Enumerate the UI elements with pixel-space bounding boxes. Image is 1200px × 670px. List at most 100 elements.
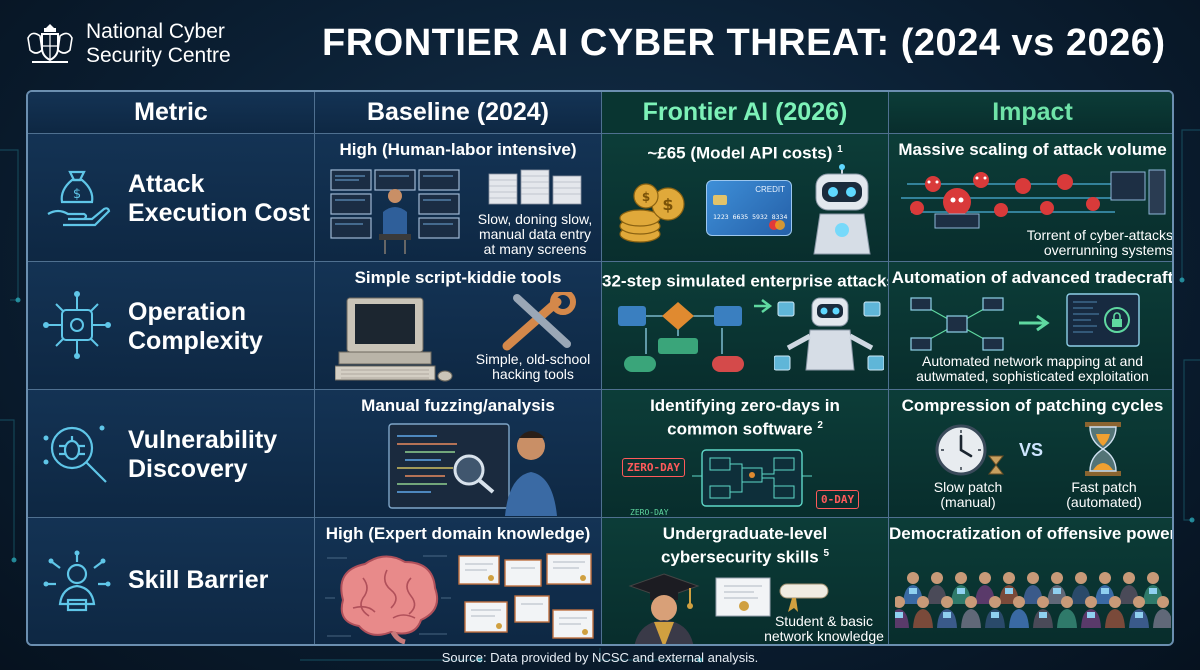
column-header-impact: Impact [889, 92, 1172, 134]
svg-text:$: $ [73, 187, 81, 202]
header: National Cyber Security Centre FRONTIER … [0, 0, 1200, 90]
footnote-ref: 2 [817, 420, 823, 431]
caption-line: (manual) [940, 494, 996, 510]
metric-cell-operation-complexity: Operation Complexity [28, 262, 315, 390]
crowd-person-head [907, 572, 919, 584]
card-brand-icon [769, 220, 785, 230]
svg-text:$: $ [642, 190, 650, 204]
gear-circuit-icon [43, 291, 111, 359]
metric-label-line2: Discovery [128, 455, 248, 483]
old-computer-illustration [335, 297, 453, 382]
crowd-person-head [1133, 596, 1145, 608]
circuit-board-illustration [692, 449, 812, 507]
crowd-person-head [1147, 572, 1159, 584]
secure-screen-icon [1066, 293, 1140, 347]
fast-patch-caption: Fast patch (automated) [1049, 480, 1159, 510]
cell-title-text: cybersecurity skills [660, 547, 819, 567]
cell-title-text: 32-step simulated enterprise attacks [602, 271, 889, 291]
crowd-person-head [1157, 596, 1169, 608]
baseline-cell-vulnerability-discovery: Manual fuzzing/analysis [315, 390, 602, 518]
page-title: FRONTIER AI CYBER THREAT: (2024 vs 2026) [322, 22, 1166, 64]
impact-cell-vulnerability-discovery: Compression of patching cycles VS Slow p… [889, 390, 1172, 518]
crowd-person-head [895, 596, 905, 608]
comparison-table: Metric Baseline (2024) Frontier AI (2026… [26, 90, 1174, 646]
footnote-ref: 5 [823, 548, 830, 559]
paper-stacks-illustration [488, 169, 582, 205]
crowd-device-icon [957, 588, 965, 594]
cell-title: Simple script-kiddie tools [354, 268, 562, 287]
crowd-person-body [1129, 609, 1149, 628]
impact-cell-skill-barrier: Democratization of offensive power [889, 518, 1172, 644]
money-bag-hand-icon: $ [47, 170, 111, 227]
wrench-screwdriver-icon [502, 292, 576, 351]
crowd-person-body [1105, 609, 1125, 628]
crowd-person-head [989, 596, 1001, 608]
crowd-person-head [1003, 572, 1015, 584]
crowd-person-body [961, 609, 981, 628]
cell-title: ~£65 (Model API costs) 1 [602, 140, 888, 164]
baseline-cell-attack-cost: High (Human-labor intensive) Slow, donin… [315, 134, 602, 262]
cell-caption: Student & basic network knowledge [762, 614, 886, 644]
metric-label-line1: Skill Barrier [128, 566, 269, 594]
robot-with-gears-illustration [774, 297, 884, 371]
zero-day-small-tag: ZERO-DAY [630, 508, 669, 517]
impact-cell-operation-complexity: Automation of advanced tradecraft Automa… [889, 262, 1172, 390]
metric-label-line2: Execution Cost [128, 199, 310, 227]
crowd-device-icon [1039, 612, 1047, 618]
crowd-person-head [1027, 572, 1039, 584]
crowd-person-body [985, 609, 1005, 628]
metric-cell-vulnerability-discovery: Vulnerability Discovery [28, 390, 315, 518]
crowd-device-icon [895, 612, 903, 618]
crowd-person-head [917, 596, 929, 608]
baseline-cell-skill-barrier: High (Expert domain knowledge) [315, 518, 602, 644]
crowd-person-body [895, 609, 909, 628]
crowd-person-head [1051, 572, 1063, 584]
coins-illustration: $ $ [619, 183, 685, 243]
card-chip-icon [713, 195, 727, 205]
crowd-device-icon [1087, 612, 1095, 618]
crowd-device-icon [1101, 588, 1109, 594]
robot-icon [813, 164, 871, 255]
crowd-person-body [937, 609, 957, 628]
code-analyst-illustration [388, 423, 557, 516]
crowd-person-head [1013, 596, 1025, 608]
crowd-person-body [1153, 609, 1171, 628]
cell-title: 32-step simulated enterprise attacks 1 [602, 268, 888, 292]
caption-line: overrunning systems [1043, 242, 1173, 258]
metric-label-line1: Attack [128, 170, 205, 198]
cell-caption: Automated network mapping at and autwmat… [889, 353, 1172, 384]
caption-line: manual data entry [478, 226, 592, 242]
caption-line: Automated network mapping at and [921, 353, 1144, 369]
cell-caption: Slow, doning slow, manual data entry at … [471, 212, 599, 257]
cell-title-line1: Undergraduate-level [662, 524, 828, 543]
cell-title-line1: Identifying zero-days in [650, 396, 840, 415]
crowd-device-icon [909, 588, 917, 594]
cell-title: Manual fuzzing/analysis [361, 396, 555, 415]
zero-day-tag: ZERO-DAY [622, 458, 685, 477]
crowd-person-head [955, 572, 967, 584]
caption-line: autwmated, sophisticated exploitation [916, 368, 1149, 384]
attack-flowchart-illustration [618, 302, 744, 372]
caption-line: hacking tools [492, 366, 574, 382]
column-header-frontier: Frontier AI (2026) [602, 92, 889, 134]
crowd-device-icon [1135, 612, 1143, 618]
crowd-person-head [1109, 596, 1121, 608]
cell-caption: Torrent of cyber-attacks overrunning sys… [1017, 228, 1173, 258]
brain-illustration [325, 555, 451, 644]
frontier-cell-operation-complexity: 32-step simulated enterprise attacks 1 [602, 262, 889, 390]
logo-text-line2: Security Centre [86, 44, 231, 67]
source-footer: Source: Data provided by NCSC and extern… [441, 650, 759, 665]
frontier-cell-attack-cost: ~£65 (Model API costs) 1 $ $ CREDIT 1223… [602, 134, 889, 262]
logo-text-line1: National Cyber [86, 20, 225, 43]
cell-title: High (Human-labor intensive) [339, 140, 577, 159]
crowd-with-devices-illustration [895, 572, 1171, 628]
frontier-cell-vulnerability-discovery: Identifying zero-days in common software… [602, 390, 889, 518]
crowd-person-body [913, 609, 933, 628]
crowd-person-head [1123, 572, 1135, 584]
crowd-person-body [1009, 609, 1029, 628]
operator-workstation-illustration [330, 169, 460, 254]
slow-patch-caption: Slow patch (manual) [913, 480, 1023, 510]
card-number: 1223 6635 5932 8334 [713, 213, 788, 221]
arrow-right-icon [1019, 314, 1050, 332]
hourglass-icon [1085, 422, 1121, 476]
